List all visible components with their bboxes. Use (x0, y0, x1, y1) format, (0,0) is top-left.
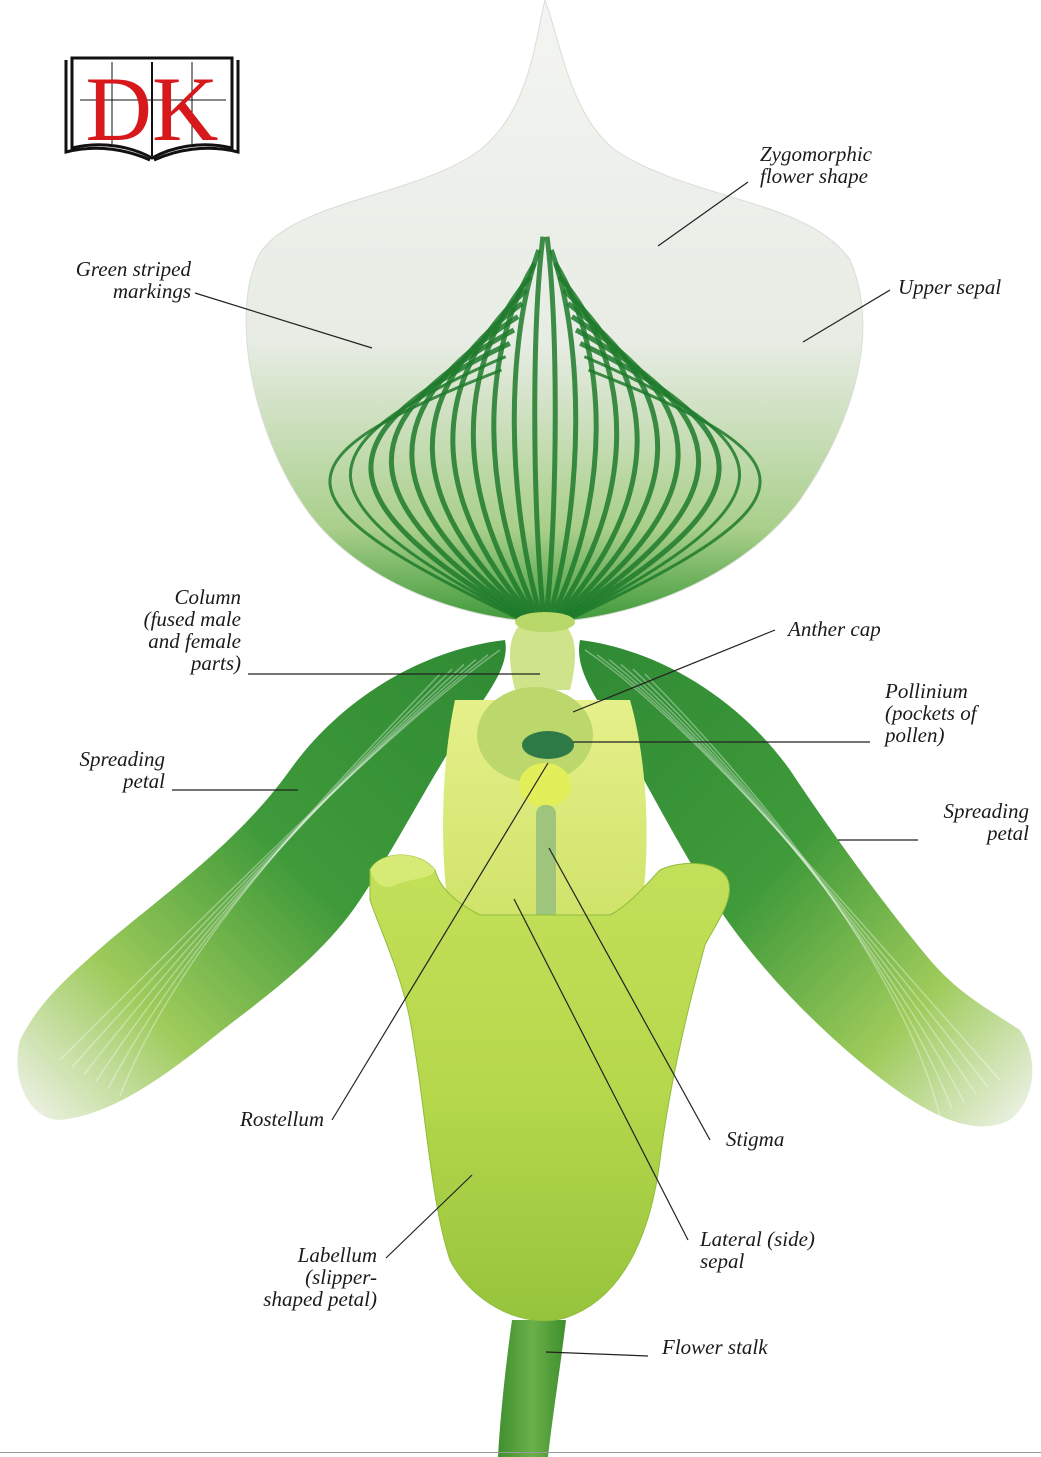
column (510, 625, 575, 690)
label-green-striped: Green striped markings (76, 258, 191, 302)
label-column: Column (fused male and female parts) (144, 586, 241, 674)
page-bottom-rule (0, 1452, 1041, 1453)
stigma (536, 805, 556, 925)
dk-logo: DK (66, 58, 238, 160)
labellum (370, 855, 729, 1321)
label-pollinium: Pollinium (pockets of pollen) (885, 680, 977, 746)
label-flower-stalk: Flower stalk (662, 1336, 768, 1358)
column-tip (515, 612, 575, 632)
label-labellum: Labellum (slipper- shaped petal) (263, 1244, 377, 1310)
label-upper-sepal: Upper sepal (898, 276, 1001, 298)
flower-stalk (498, 1320, 566, 1457)
label-lateral-sepal: Lateral (side) sepal (700, 1228, 815, 1272)
label-zygomorphic: Zygomorphic flower shape (760, 143, 872, 187)
label-stigma: Stigma (726, 1128, 784, 1150)
label-rostellum: Rostellum (240, 1108, 324, 1130)
pollinium (522, 731, 574, 759)
rostellum (519, 763, 571, 807)
dk-logo-text: DK (86, 58, 219, 160)
label-spreading-petal-left: Spreading petal (79, 748, 165, 792)
label-spreading-petal-right: Spreading petal (943, 800, 1029, 844)
label-anther-cap: Anther cap (788, 618, 881, 640)
